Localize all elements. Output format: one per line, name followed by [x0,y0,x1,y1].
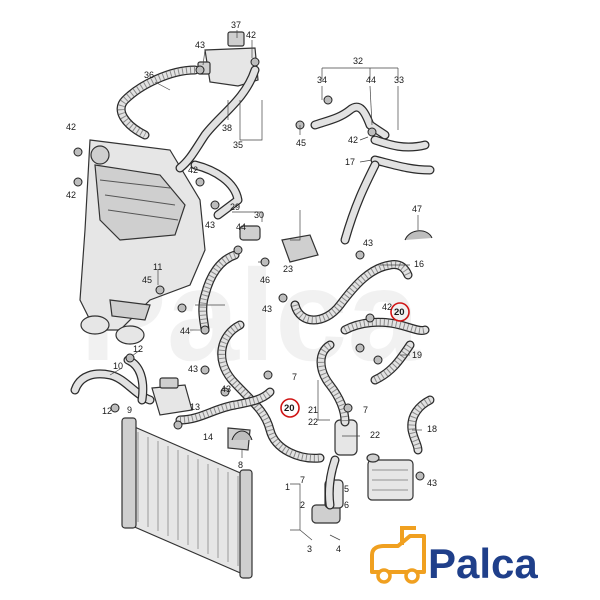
small-reservoir [151,377,193,416]
label-22: 22 [370,430,380,440]
palca-logo: Palca [370,526,538,587]
label-30: 30 [254,210,264,220]
label-3: 3 [307,544,312,554]
leader-lines [109,30,422,541]
label-44: 44 [236,222,246,232]
label-20: 20 [394,307,405,318]
label-43: 43 [363,238,373,248]
label-29: 29 [230,202,240,212]
label-43: 43 [427,478,437,488]
label-46: 46 [260,275,270,285]
label-43: 43 [262,304,272,314]
label-8: 8 [238,460,243,470]
label-5: 5 [344,484,349,494]
brand-name: Palca [428,540,538,587]
part-number-labels: 37 43 42 36 38 35 42 42 42 43 32 34 44 3… [66,20,437,554]
label-13: 13 [190,402,200,412]
label-18: 18 [427,424,437,434]
car-icon [370,526,426,584]
oil-cooler [366,453,414,501]
label-47: 47 [412,204,422,214]
label-23: 23 [283,264,293,274]
label-44: 44 [180,326,190,336]
label-9: 9 [127,405,132,415]
radiator [121,417,253,579]
label-7: 7 [363,405,368,415]
label-36: 36 [144,70,154,80]
label-1: 1 [285,482,290,492]
label-12: 12 [133,344,143,354]
highlight-circle-20-upper [390,302,410,322]
label-11: 11 [153,262,162,272]
label-32: 32 [353,56,363,66]
label-42: 42 [348,135,358,145]
label-10: 10 [113,361,123,371]
label-45: 45 [142,275,152,285]
engine-block [79,139,206,345]
label-4: 4 [336,544,341,554]
label-38: 38 [222,123,232,133]
label-35: 35 [233,140,243,150]
label-42: 42 [66,122,76,132]
label-37: 37 [231,20,241,30]
label-2: 2 [300,500,305,510]
clamps [73,57,433,481]
label-43: 43 [205,220,215,230]
label-42: 42 [66,190,76,200]
label-43: 43 [221,384,231,394]
label-12: 12 [102,406,112,416]
label-17: 17 [345,157,355,167]
label-21: 21 [308,405,318,415]
label-6: 6 [344,500,349,510]
label-43: 43 [195,40,205,50]
label-14: 14 [203,432,213,442]
label-42: 42 [188,165,198,175]
label-7: 7 [300,475,305,485]
label-44: 44 [366,75,376,85]
label-16: 16 [414,259,424,269]
label-45: 45 [296,138,306,148]
hoses [70,65,435,510]
label-42: 42 [382,302,392,312]
label-22: 22 [308,417,318,427]
thermostat-housing [227,225,358,524]
highlight-circle-20-lower [280,398,300,418]
label-20: 20 [284,403,295,414]
label-19: 19 [412,350,422,360]
label-42: 42 [246,30,256,40]
label-33: 33 [394,75,404,85]
label-7: 7 [292,372,297,382]
label-43: 43 [188,364,198,374]
label-34: 34 [317,75,327,85]
